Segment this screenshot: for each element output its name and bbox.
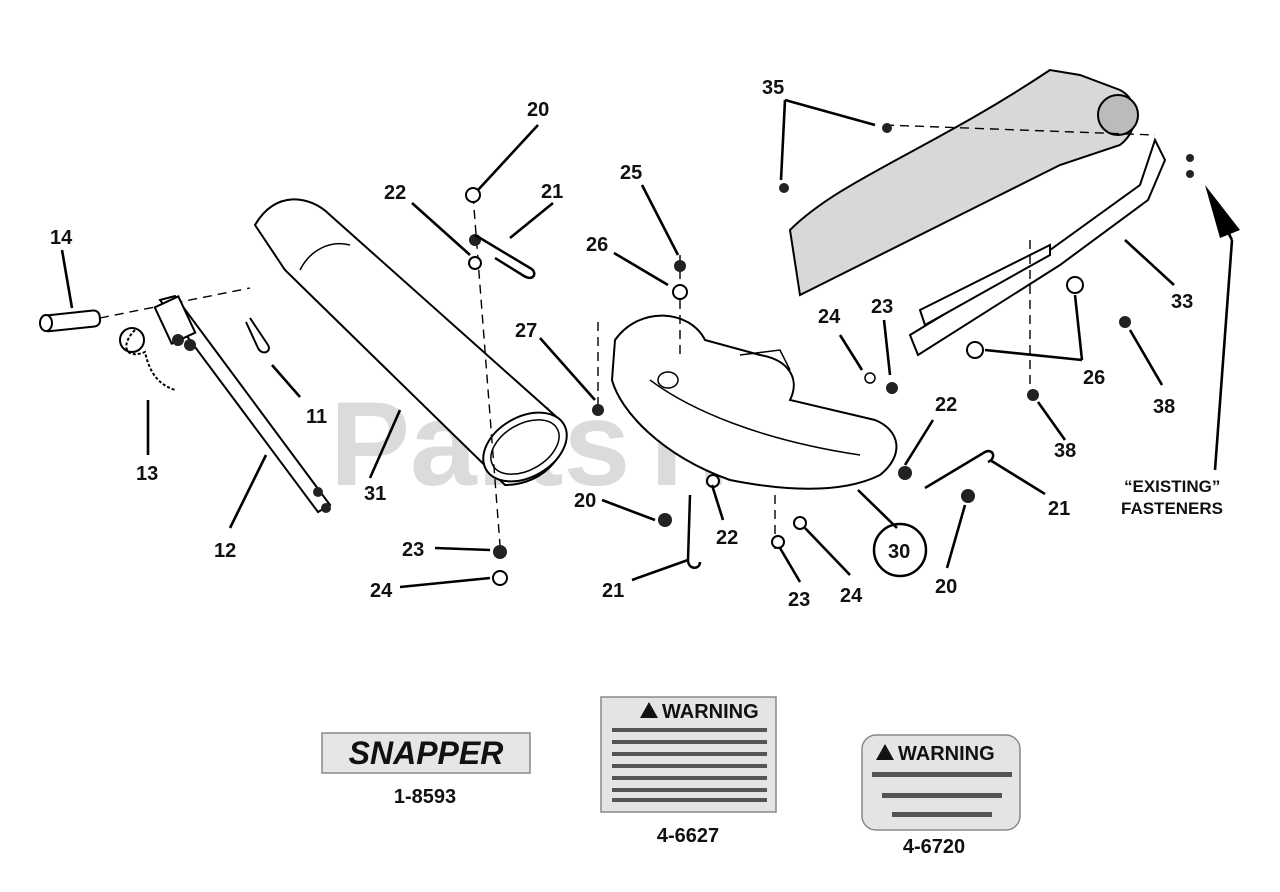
callout-13: 13: [136, 463, 158, 485]
callout-31: 31: [364, 483, 386, 505]
callout-22: 22: [384, 182, 406, 204]
callout-35: 35: [762, 77, 784, 99]
callout-20: 20: [527, 99, 549, 121]
part-12-rod[interactable]: [153, 294, 332, 514]
part-30-chute[interactable]: [610, 314, 898, 490]
callout-26: 26: [586, 234, 608, 256]
callout-24: 24: [370, 580, 393, 602]
part-13-lanyard[interactable]: [119, 327, 176, 391]
mower-deck: [788, 68, 1139, 297]
callout-24: 24: [818, 306, 841, 328]
decal-snapper[interactable]: SNAPPER: [321, 732, 531, 774]
callout-24: 24: [840, 585, 863, 607]
callout-21: 21: [541, 181, 563, 203]
callout-23: 23: [402, 539, 424, 561]
decal-4-6720-number: 4-6720: [903, 836, 965, 858]
warning-fine-print: [872, 772, 1012, 817]
leader-lines: [60, 98, 1240, 589]
callout-38: 38: [1054, 440, 1076, 462]
decal-warning-4-6720[interactable]: WARNING: [861, 734, 1021, 831]
warning-triangle-icon: [640, 702, 658, 718]
part-21-latch-c[interactable]: [924, 449, 995, 490]
part-30-highlight-circle: [872, 522, 928, 578]
callout-14: 14: [50, 227, 73, 249]
callout-11: 11: [306, 406, 327, 428]
part-11-clip[interactable]: [245, 317, 270, 354]
callout-22: 22: [716, 527, 738, 549]
part-21-latch-a[interactable]: [474, 233, 536, 280]
callout-26: 26: [1083, 367, 1105, 389]
part-31-tube[interactable]: [253, 198, 579, 495]
decal-snapper-number: 1-8593: [394, 786, 456, 808]
warning-heading: WARNING: [662, 701, 759, 723]
callout-21: 21: [602, 580, 624, 602]
part-14-pin[interactable]: [39, 309, 102, 333]
snapper-logo: SNAPPER: [349, 735, 504, 771]
part-33-rail[interactable]: [908, 137, 1167, 357]
existing-fasteners-line1: “EXISTING”: [1124, 477, 1220, 496]
callout-21: 21: [1048, 498, 1070, 520]
callout-33: 33: [1171, 291, 1193, 313]
callout-23: 23: [871, 296, 893, 318]
warning-fine-print: [612, 728, 767, 802]
fastener-stack-left[interactable]: [465, 187, 508, 586]
callout-20: 20: [935, 576, 957, 598]
callout-27: 27: [515, 320, 537, 342]
callout-23: 23: [788, 589, 810, 611]
callout-38: 38: [1153, 396, 1175, 418]
callout-22: 22: [935, 394, 957, 416]
existing-fasteners-line2: FASTENERS: [1121, 499, 1223, 518]
decal-warning-4-6627[interactable]: WARNING: [600, 696, 777, 813]
warning-triangle-icon: [876, 744, 894, 760]
fastener-stack-right[interactable]: [779, 123, 1194, 401]
callout-20: 20: [574, 490, 596, 512]
decal-4-6627-number: 4-6627: [657, 825, 719, 847]
callout-30: 30: [888, 541, 910, 563]
callout-12: 12: [214, 540, 236, 562]
warning-heading: WARNING: [898, 743, 995, 765]
fastener-stack-center[interactable]: [592, 260, 975, 549]
callout-25: 25: [620, 162, 642, 184]
